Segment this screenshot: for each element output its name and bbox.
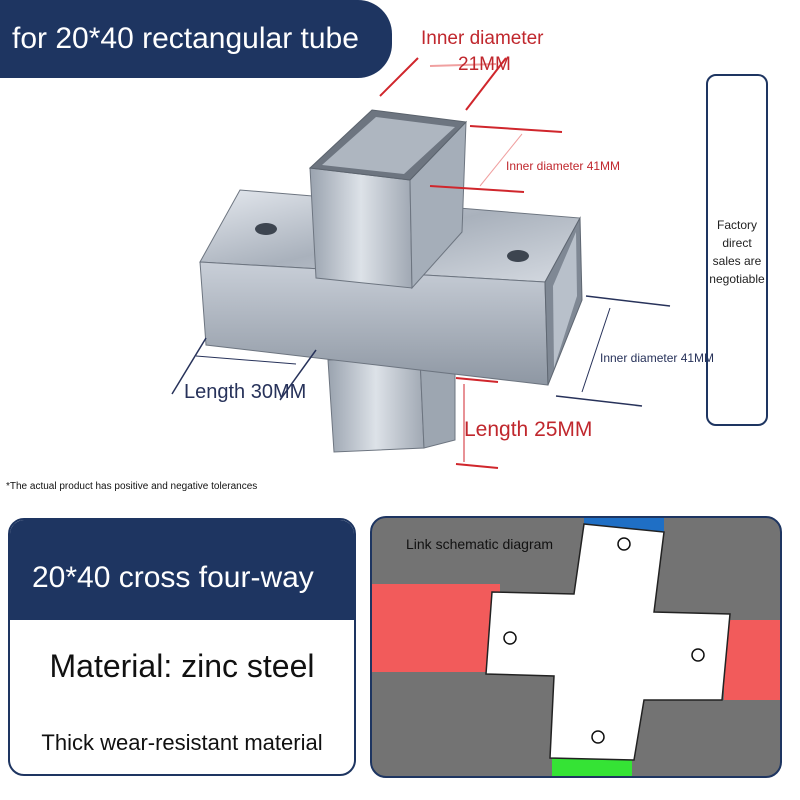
- bottom-stub: [327, 357, 425, 453]
- bottom-tube: [552, 758, 632, 776]
- side-note-line: Factory: [716, 218, 757, 232]
- middle-inner-diameter-label: Inner diameter 41MM: [506, 159, 621, 173]
- bottom-length-label: Length 25MM: [464, 418, 593, 441]
- left-tube: [372, 584, 500, 672]
- schematic-diagram: [372, 518, 780, 776]
- side-note-line: sales are: [712, 254, 762, 268]
- product-illustration: [171, 57, 671, 469]
- fitting-hole: [691, 648, 705, 662]
- cross-fitting: [485, 523, 731, 761]
- title-banner: for 20*40 rectangular tube: [0, 0, 392, 78]
- left-length-label: Length 30MM: [184, 381, 307, 403]
- fitting-hole: [591, 730, 605, 744]
- top-inner-size-label: 21MM: [458, 54, 511, 75]
- tolerance-note: *The actual product has positive and neg…: [6, 481, 258, 492]
- right-inner-diameter-label: Inner diameter 41MM: [600, 351, 715, 365]
- top-tube-front: [309, 167, 413, 289]
- top-inner-diameter-label: Inner diameter: [421, 28, 544, 49]
- material-text: Material: zinc steel: [49, 648, 315, 684]
- side-note: Factory direct sales are negotiable: [708, 216, 766, 288]
- info-card-heading: 20*40 cross four-way: [10, 520, 354, 620]
- schematic-title: Link schematic diagram: [406, 536, 554, 552]
- right-tube: [724, 620, 780, 700]
- hole-left: [255, 223, 277, 235]
- feature-text: Thick wear-resistant material: [41, 730, 323, 755]
- fitting-hole: [503, 631, 517, 645]
- hole-right: [507, 250, 529, 262]
- side-note-box: [706, 74, 768, 426]
- side-note-line: direct: [722, 236, 752, 250]
- info-card: 20*40 cross four-way Material: zinc stee…: [8, 518, 356, 776]
- schematic-card: Link schematic diagram: [370, 516, 782, 778]
- side-note-line: negotiable: [709, 272, 765, 286]
- fitting-hole: [617, 537, 631, 551]
